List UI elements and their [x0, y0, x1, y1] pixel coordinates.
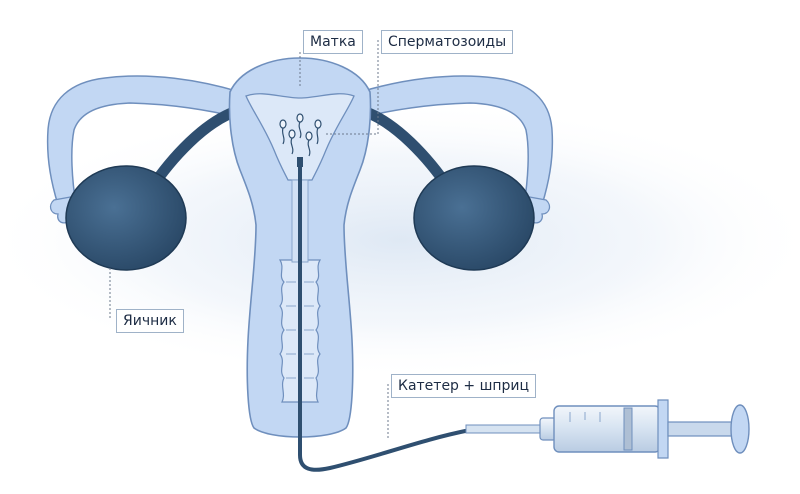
catheter-tip — [297, 157, 303, 167]
sperm-2 — [296, 113, 304, 123]
syringe-flange — [657, 399, 669, 459]
leader-lines — [109, 40, 389, 438]
sperm-1 — [279, 119, 287, 129]
catheter-label: Катетер + шприц — [391, 374, 537, 398]
leader-sperm — [326, 40, 379, 135]
sperm-cells — [279, 113, 322, 157]
catheter-tube — [298, 158, 472, 472]
right-ovary — [413, 165, 535, 271]
left-ovary — [65, 165, 187, 271]
syringe-plunger-rod — [667, 421, 735, 437]
sperm-4 — [288, 129, 296, 139]
ovary-label: Яичник — [116, 309, 184, 333]
sperm-label: Сперматозоиды — [381, 30, 514, 54]
uterus-label: Матка — [303, 30, 363, 54]
background-glow — [0, 100, 800, 380]
vaginal-rugae — [286, 281, 314, 379]
syringe — [465, 399, 750, 459]
syringe-plunger-seal — [623, 407, 633, 451]
syringe-thumb-rest — [730, 404, 750, 454]
sperm-3 — [314, 119, 322, 129]
sperm-5 — [305, 131, 313, 141]
syringe-needle-hub — [465, 424, 547, 434]
